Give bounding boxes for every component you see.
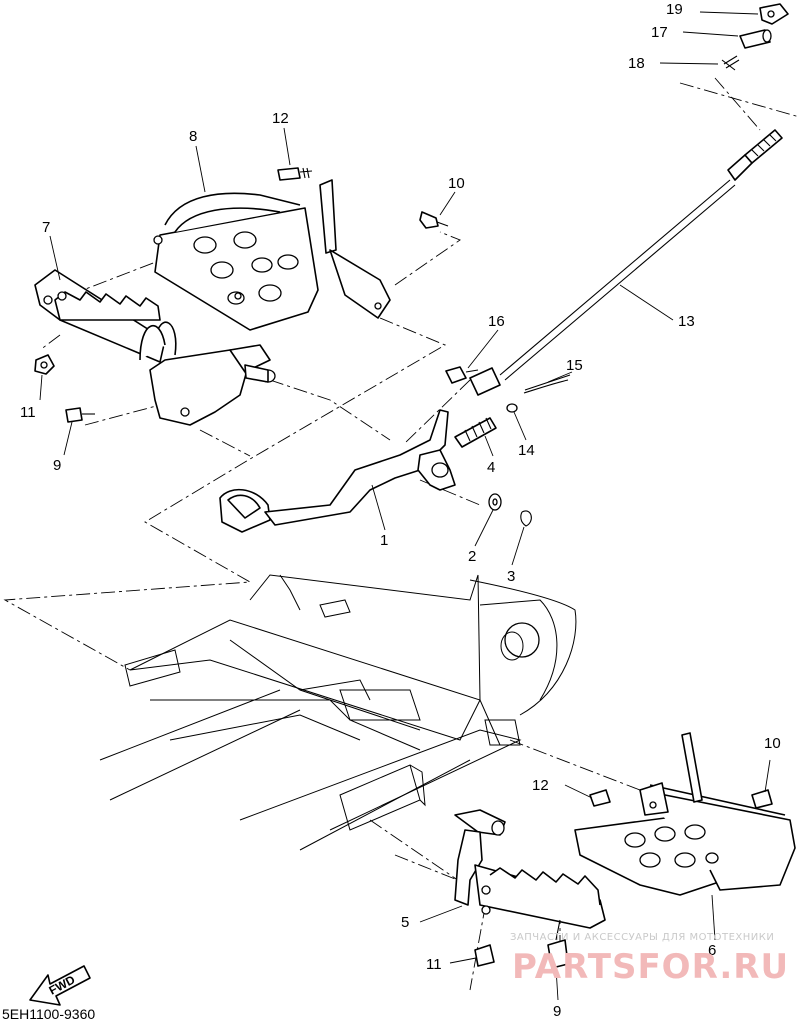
callout-15: 15 xyxy=(566,357,583,374)
callout-18: 18 xyxy=(628,55,645,72)
watermark-brand: PARTSFOR.RU xyxy=(512,947,789,987)
callout-1: 1 xyxy=(380,532,388,549)
fwd-arrow: FWD xyxy=(29,965,91,1006)
callout-12-upper: 12 xyxy=(272,110,289,127)
callout-5: 5 xyxy=(401,914,409,931)
callout-14: 14 xyxy=(518,442,535,459)
fasteners-lower xyxy=(474,789,773,969)
footrest-plate-lower xyxy=(574,732,796,896)
callout-11-lower: 11 xyxy=(426,956,442,973)
callout-9-lower: 9 xyxy=(553,1003,561,1020)
callout-17: 17 xyxy=(651,24,668,41)
callout-7: 7 xyxy=(42,219,50,236)
brake-pedal xyxy=(219,409,456,533)
callout-13: 13 xyxy=(678,313,695,330)
diagram-code: 5EH1100-9360 xyxy=(2,1006,95,1022)
callout-10-lower: 10 xyxy=(764,735,781,752)
callout-labels: 19 17 18 12 8 10 7 16 15 13 11 9 14 4 1 … xyxy=(20,1,781,1020)
callout-12-lower: 12 xyxy=(532,777,549,794)
brake-cable xyxy=(469,129,783,396)
callout-19: 19 xyxy=(666,1,683,18)
callout-3: 3 xyxy=(507,568,515,585)
callout-2: 2 xyxy=(468,548,476,565)
callout-9-upper: 9 xyxy=(53,457,61,474)
callout-8: 8 xyxy=(189,128,197,145)
footpeg-bracket-lower xyxy=(454,809,606,929)
callout-11-upper: 11 xyxy=(20,404,36,421)
callout-6: 6 xyxy=(708,942,716,959)
footrest-plate-upper xyxy=(153,179,391,331)
watermark-caption: ЗАПЧАСТИ И АКСЕССУАРЫ ДЛЯ МОТОТЕХНИКИ xyxy=(510,932,774,943)
callout-16: 16 xyxy=(488,313,505,330)
callout-leaders xyxy=(39,11,771,1001)
frame xyxy=(99,574,577,851)
watermark: ЗАПЧАСТИ И АКСЕССУАРЫ ДЛЯ МОТОТЕХНИКИ PA… xyxy=(510,932,789,987)
callout-10-upper: 10 xyxy=(448,175,465,192)
footpeg-bracket-upper xyxy=(34,269,276,426)
fasteners xyxy=(34,3,789,527)
callout-4: 4 xyxy=(487,459,495,476)
